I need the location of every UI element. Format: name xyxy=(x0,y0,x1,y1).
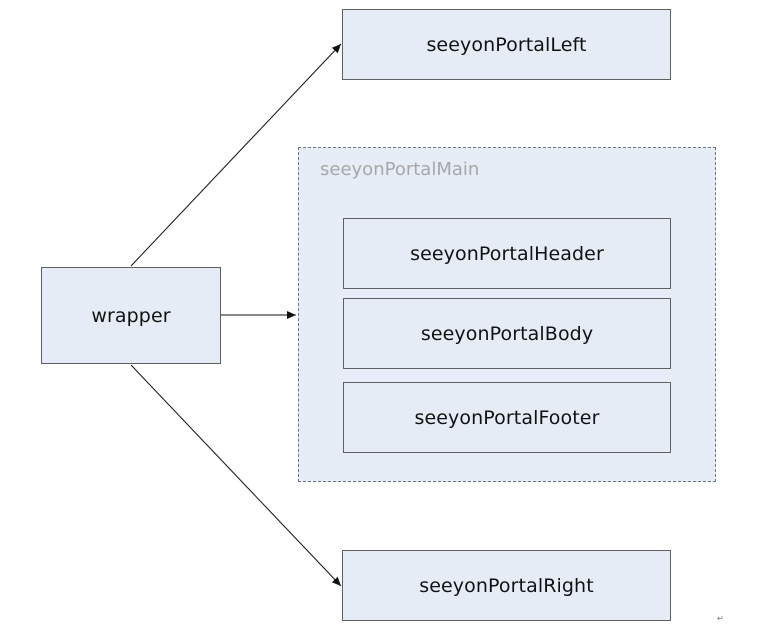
node-seeyon-portal-body-label: seeyonPortalBody xyxy=(420,322,594,345)
node-seeyon-portal-footer-label: seeyonPortalFooter xyxy=(414,406,600,429)
node-seeyon-portal-body: seeyonPortalBody xyxy=(343,298,671,369)
node-wrapper-label: wrapper xyxy=(91,304,171,327)
node-seeyon-portal-header: seeyonPortalHeader xyxy=(343,218,671,289)
node-seeyon-portal-footer: seeyonPortalFooter xyxy=(343,382,671,453)
node-seeyon-portal-main-label: seeyonPortalMain xyxy=(320,159,480,180)
node-seeyon-portal-right: seeyonPortalRight xyxy=(342,550,671,621)
node-seeyon-portal-left-label: seeyonPortalLeft xyxy=(426,33,587,56)
node-seeyon-portal-right-label: seeyonPortalRight xyxy=(419,574,594,597)
paragraph-mark-icon: ↵ xyxy=(717,614,724,623)
edge-wrapper-to-left xyxy=(130,43,342,267)
node-wrapper: wrapper xyxy=(41,267,221,364)
edge-wrapper-to-right xyxy=(130,364,342,587)
node-seeyon-portal-header-label: seeyonPortalHeader xyxy=(410,242,604,265)
node-seeyon-portal-left: seeyonPortalLeft xyxy=(342,9,671,80)
